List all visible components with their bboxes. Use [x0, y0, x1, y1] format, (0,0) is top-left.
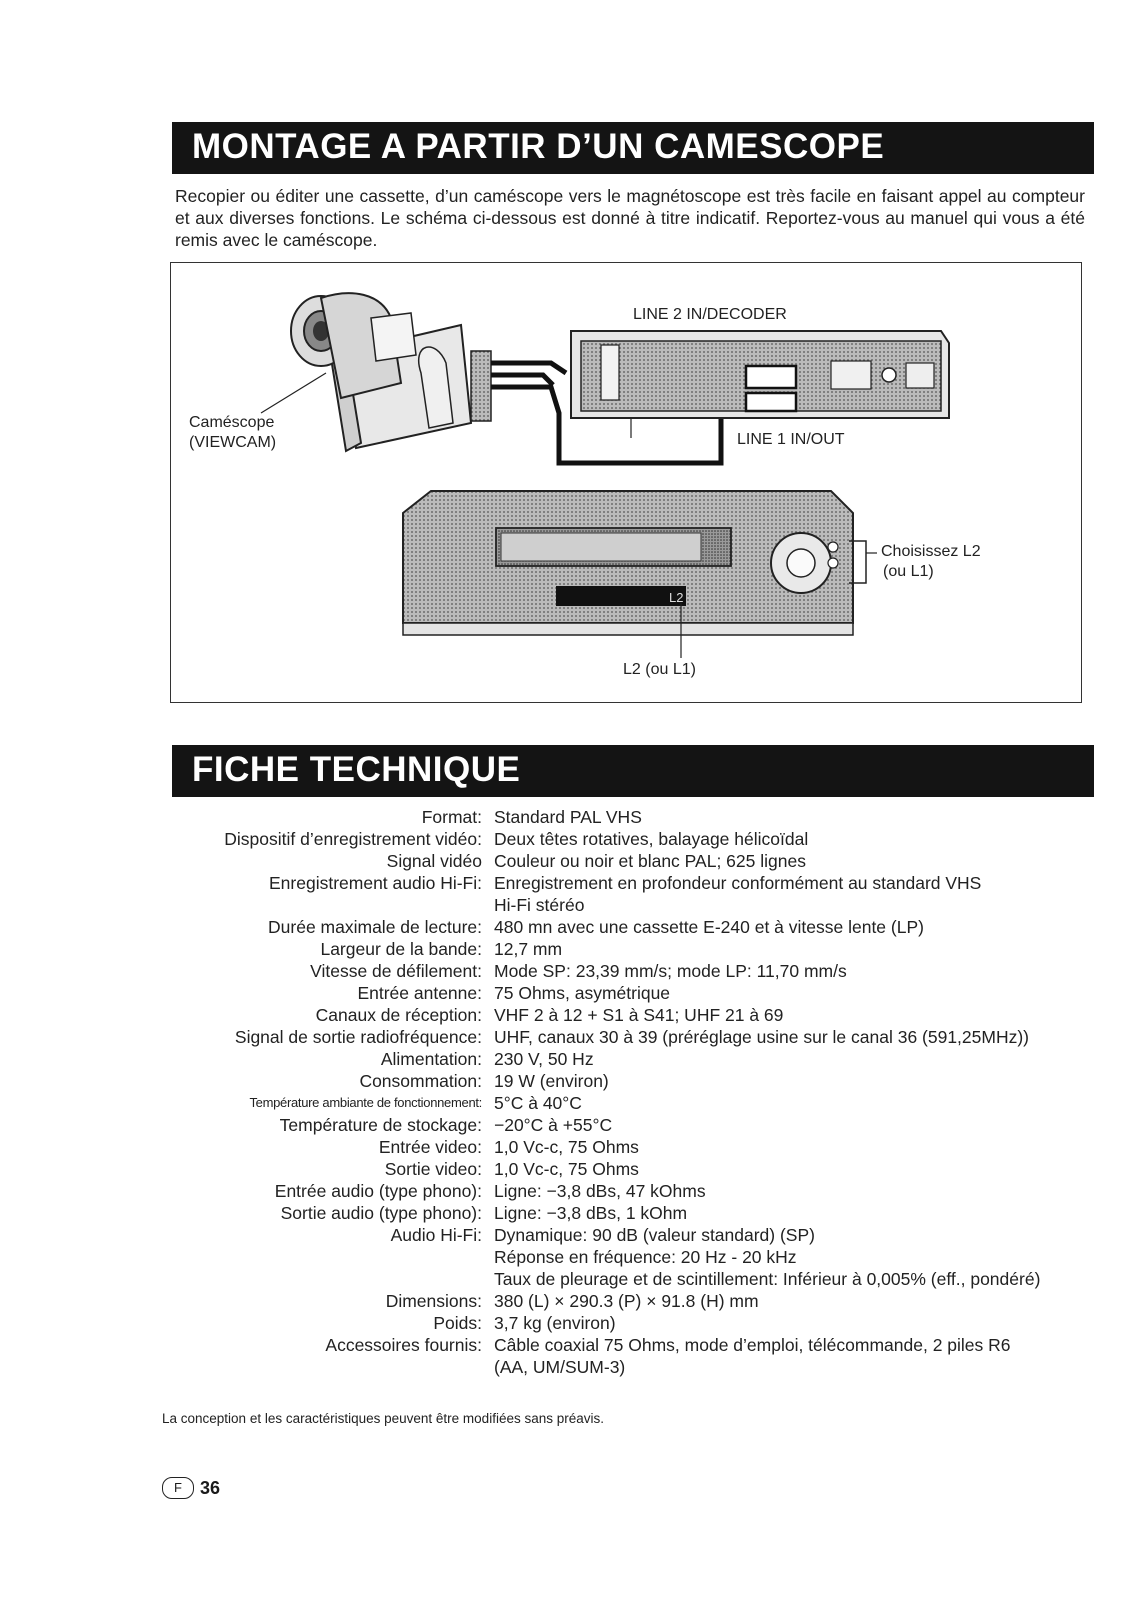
spec-label: Entrée antenne:	[357, 983, 482, 1003]
spec-row: Poids: 3,7 kg (environ)	[170, 1312, 1090, 1334]
section-title-fiche: FICHE TECHNIQUE	[172, 745, 1094, 797]
spec-label-empty	[170, 894, 494, 916]
section-title-montage: MONTAGE A PARTIR D’UN CAMESCOPE	[172, 122, 1094, 174]
spec-value: −20°C à +55°C	[494, 1115, 613, 1135]
spec-label: Poids:	[433, 1313, 482, 1333]
spec-label: Sortie video:	[384, 1159, 482, 1179]
spec-value: 19 W (environ)	[494, 1071, 609, 1091]
camcorder-illustration	[260, 292, 492, 453]
spec-row: Réponse en fréquence: 20 Hz - 20 kHz	[170, 1246, 1090, 1268]
spec-row: Hi-Fi stéréo	[170, 894, 1090, 916]
spec-label: Canaux de réception:	[315, 1005, 482, 1025]
spec-value: Ligne: −3,8 dBs, 1 kOhm	[494, 1203, 688, 1223]
spec-label-empty	[170, 1268, 494, 1290]
spec-row: Consommation: 19 W (environ)	[170, 1070, 1090, 1092]
spec-label: Vitesse de défilement:	[310, 961, 482, 981]
spec-row: Accessoires fournis: Câble coaxial 75 Ohm…	[170, 1334, 1090, 1356]
diagram-illustration	[260, 292, 950, 658]
spec-value: Réponse en fréquence: 20 Hz - 20 kHz	[494, 1247, 797, 1267]
spec-value: Dynamique: 90 dB (valeur standard) (SP)	[494, 1225, 815, 1245]
spec-row: Canaux de réception: VHF 2 à 12 + S1 à S4…	[170, 1004, 1090, 1026]
spec-value: 1,0 Vc-c, 75 Ohms	[494, 1137, 639, 1157]
spec-row: Dispositif d’enregistrement vidéo: Deux t…	[170, 828, 1090, 850]
vcr-rear-panel	[570, 330, 950, 438]
connection-diagram: LINE 2 IN/DECODER LINE 1 IN/OUT Caméscop…	[170, 262, 1082, 703]
spec-row: Vitesse de défilement: Mode SP: 23,39 mm/…	[170, 960, 1090, 982]
spec-value: 12,7 mm	[494, 939, 563, 959]
spec-label: Audio Hi-Fi:	[390, 1225, 482, 1245]
spec-row: Température ambiante de fonctionnement: 5…	[170, 1092, 1090, 1114]
label-display: L2 (ou L1)	[623, 661, 696, 678]
spec-value: Couleur ou noir et blanc PAL; 625 lignes	[494, 851, 806, 871]
spec-row: (AA, UM/SUM-3)	[170, 1356, 1090, 1378]
spec-label: Durée maximale de lecture:	[268, 917, 482, 937]
spec-row: Durée maximale de lecture: 480 mn avec un…	[170, 916, 1090, 938]
spec-value: 480 mn avec une cassette E-240 et à vite…	[494, 917, 924, 937]
spec-row: Audio Hi-Fi: Dynamique: 90 dB (valeur sta…	[170, 1224, 1090, 1246]
spec-label: Signal vidéo	[386, 851, 482, 871]
label-camcorder-model: (VIEWCAM)	[189, 434, 277, 451]
vcr-display-text: L2	[669, 590, 684, 605]
spec-label: Température de stockage:	[279, 1115, 482, 1135]
spec-value: Hi-Fi stéréo	[494, 895, 585, 915]
spec-label: Accessoires fournis:	[325, 1335, 482, 1355]
spec-value: Mode SP: 23,39 mm/s; mode LP: 11,70 mm/s	[494, 961, 847, 981]
spec-label: Dimensions:	[385, 1291, 482, 1311]
spec-label: Format:	[421, 807, 482, 827]
spec-row: Largeur de la bande: 12,7 mm	[170, 938, 1090, 960]
label-select: Choisissez L2	[881, 543, 981, 560]
spec-label: Température ambiante de fonctionnement:	[249, 1095, 482, 1110]
spec-label: Consommation:	[359, 1071, 482, 1091]
spec-row: Sortie video: 1,0 Vc-c, 75 Ohms	[170, 1158, 1090, 1180]
spec-label: Signal de sortie radiofréquence:	[234, 1027, 482, 1047]
spec-value: 75 Ohms, asymétrique	[494, 983, 671, 1003]
spec-value: 3,7 kg (environ)	[494, 1313, 616, 1333]
spec-value: Taux de pleurage et de scintillement: In…	[494, 1269, 1041, 1289]
spec-row: Taux de pleurage et de scintillement: In…	[170, 1268, 1090, 1290]
footer-note: La conception et les caractéristiques pe…	[162, 1411, 604, 1426]
spec-label: Entrée video:	[378, 1137, 482, 1157]
spec-value: Enregistrement en profondeur conformémen…	[494, 873, 982, 893]
page-number-value: 36	[200, 1477, 221, 1498]
spec-label: Enregistrement audio Hi-Fi:	[269, 873, 482, 893]
spec-value: 1,0 Vc-c, 75 Ohms	[494, 1159, 639, 1179]
spec-label: Sortie audio (type phono):	[280, 1203, 482, 1223]
spec-value: 5°C à 40°C	[494, 1093, 582, 1113]
spec-label: Alimentation:	[380, 1049, 482, 1069]
spec-label: Largeur de la bande:	[320, 939, 482, 959]
label-camcorder: Caméscope	[189, 414, 275, 431]
spec-row: Signal vidéo Couleur ou noir et blanc PAL…	[170, 850, 1090, 872]
label-line1: LINE 1 IN/OUT	[737, 431, 845, 448]
spec-label-empty	[170, 1246, 494, 1268]
spec-label: Entrée audio (type phono):	[274, 1181, 482, 1201]
label-select-alt: (ou L1)	[883, 563, 934, 580]
spec-value: Ligne: −3,8 dBs, 47 kOhms	[494, 1181, 706, 1201]
intro-paragraph: Recopier ou éditer une cassette, d’un ca…	[175, 186, 1085, 250]
spec-value: UHF, canaux 30 à 39 (préréglage usine su…	[494, 1027, 1030, 1047]
spec-row: Format: Standard PAL VHS	[170, 806, 1090, 828]
spec-row: Dimensions: 380 (L) × 290.3 (P) × 91.8 (H…	[170, 1290, 1090, 1312]
spec-value: Standard PAL VHS	[494, 807, 642, 827]
spec-value: 380 (L) × 290.3 (P) × 91.8 (H) mm	[494, 1291, 759, 1311]
spec-row: Alimentation: 230 V, 50 Hz	[170, 1048, 1090, 1070]
page-number: F 36	[162, 1477, 220, 1499]
vcr-front	[402, 490, 877, 658]
spec-row: Enregistrement audio Hi-Fi: Enregistremen…	[170, 872, 1090, 894]
spec-row: Sortie audio (type phono): Ligne: −3,8 dB…	[170, 1202, 1090, 1224]
spec-label-empty	[170, 1356, 494, 1378]
spec-row: Entrée audio (type phono): Ligne: −3,8 dB…	[170, 1180, 1090, 1202]
spec-row: Signal de sortie radiofréquence: UHF, can…	[170, 1026, 1090, 1048]
spec-value: Câble coaxial 75 Ohms, mode d’emploi, té…	[494, 1335, 1011, 1355]
spec-value: (AA, UM/SUM-3)	[494, 1357, 626, 1377]
spec-row: Température de stockage: −20°C à +55°C	[170, 1114, 1090, 1136]
spec-value: VHF 2 à 12 + S1 à S41; UHF 21 à 69	[494, 1005, 784, 1025]
spec-row: Entrée video: 1,0 Vc-c, 75 Ohms	[170, 1136, 1090, 1158]
language-badge: F	[162, 1477, 194, 1499]
label-line2: LINE 2 IN/DECODER	[633, 306, 787, 323]
spec-row: Entrée antenne: 75 Ohms, asymétrique	[170, 982, 1090, 1004]
spec-label: Dispositif d’enregistrement vidéo:	[224, 829, 482, 849]
spec-value: Deux têtes rotatives, balayage hélicoïda…	[494, 829, 809, 849]
spec-value: 230 V, 50 Hz	[494, 1049, 594, 1069]
